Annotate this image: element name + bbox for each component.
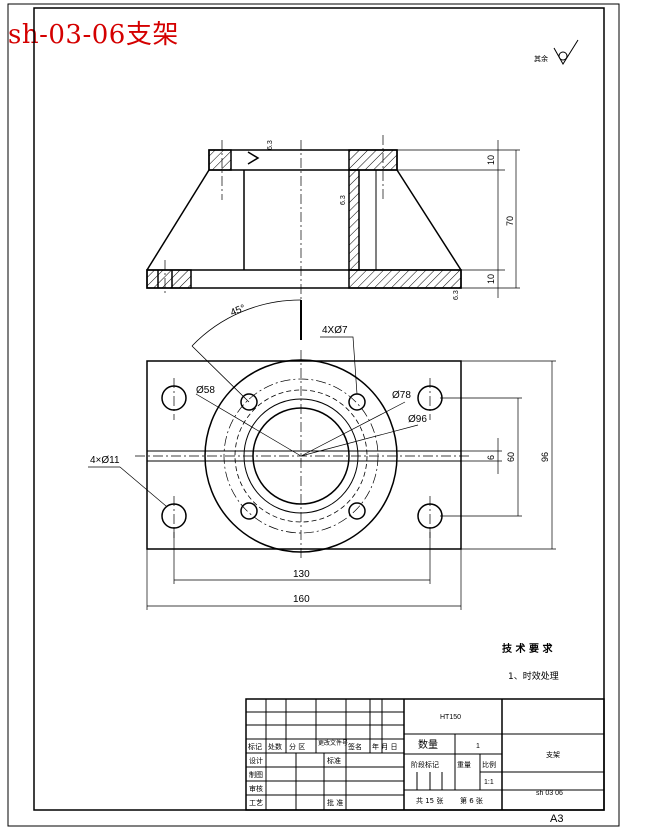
tb-header: 签名 (348, 742, 362, 751)
section-view (146, 149, 462, 289)
tb-sheets: 共 15 张 (416, 796, 443, 805)
plan-dashed-circle (234, 389, 368, 523)
plan-centerlines (135, 350, 470, 560)
sheet-size: A3 (550, 813, 563, 825)
tb-header: 更改文件号 (318, 739, 348, 747)
dim-len130: 130 (293, 569, 310, 580)
leaders (88, 336, 419, 507)
dim-d58: Ø58 (196, 385, 215, 396)
tb-standard: 标准 (327, 756, 341, 765)
tb-header: 分 区 (289, 742, 305, 751)
tech-heading: 技 术 要 求 (502, 642, 553, 655)
tb-material: HT150 (440, 714, 461, 721)
tb-header: 年 月 日 (372, 742, 397, 751)
dim-big-holes: 4×Ø11 (90, 455, 120, 466)
dim-height: 70 (505, 216, 515, 226)
roughness-symbol (553, 39, 579, 65)
section-roughness-marks: 6.3 6.3 6.3 (267, 140, 460, 300)
roughness-a: 6.3 (267, 140, 274, 150)
tb-scale-label: 比例 (482, 760, 496, 769)
title-block (245, 698, 605, 811)
tb-weight: 重量 (457, 761, 471, 769)
roughness-c: 6.3 (453, 290, 460, 300)
dim-angle: 45° (229, 303, 247, 319)
tb-review: 审核 (249, 784, 263, 793)
tb-design: 设计 (249, 756, 263, 765)
page-title: sh-03-06支架 (8, 20, 179, 50)
roughness-note: 其余 (534, 54, 548, 63)
tb-stage-mark: 阶段标记 (411, 760, 439, 769)
tb-draw: 制图 (249, 770, 263, 779)
tb-scale-value: 1:1 (484, 779, 494, 786)
tb-qty-value: 1 (476, 743, 480, 750)
tb-headers: 标记 处数 分 区 更改文件号 签名 年 月 日 (248, 739, 397, 751)
dim-d96: Ø96 (408, 414, 427, 425)
tb-part-name: 支架 (546, 750, 560, 759)
angle-dimension (191, 299, 302, 403)
tb-drawing-no: sh 03 06 (536, 790, 563, 797)
plan-right-dimensions (440, 360, 556, 550)
tb-sheet-no: 第 6 张 (460, 796, 483, 805)
dim-slot: 6 (486, 455, 496, 460)
section-centerlines (164, 135, 384, 300)
dim-top-thickness: 10 (486, 155, 496, 165)
outer-border (7, 3, 620, 827)
dim-width96: 96 (540, 452, 550, 462)
dim-bottom-thickness: 10 (486, 274, 496, 284)
inner-border (33, 7, 605, 811)
tb-header: 标记 (248, 742, 262, 751)
tb-header: 处数 (268, 742, 282, 751)
tb-approve: 批 准 (327, 798, 343, 807)
section-dimensions (397, 140, 520, 298)
dim-small-holes: 4XØ7 (322, 325, 348, 336)
tech-item1: 1、时效处理 (508, 670, 559, 682)
plan-bottom-dimensions (146, 528, 462, 610)
dim-d78: Ø78 (392, 390, 411, 401)
tb-process: 工艺 (249, 799, 263, 807)
dim-len160: 160 (293, 594, 310, 605)
tb-qty-label: 数量 (418, 738, 438, 751)
roughness-b: 6.3 (340, 195, 347, 205)
dim-width60: 60 (506, 452, 516, 462)
